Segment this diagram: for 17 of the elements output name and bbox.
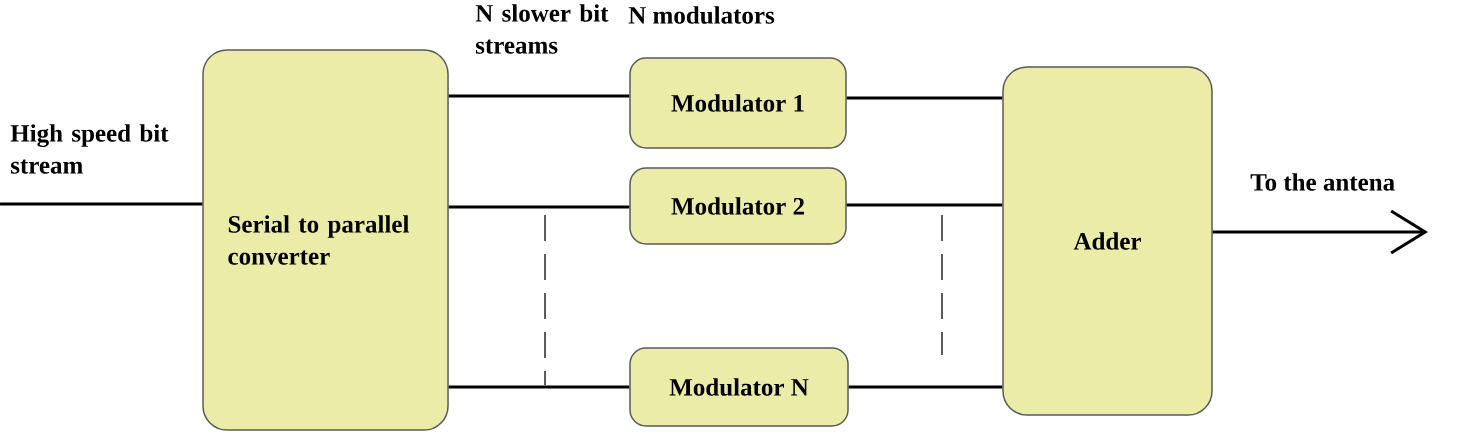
connector-line <box>448 94 630 98</box>
text-label: N slower bit streams <box>475 4 609 54</box>
process-box: Modulator 1 <box>629 57 847 149</box>
connector-line <box>0 202 203 206</box>
process-box: Modulator 2 <box>629 167 847 245</box>
connector-line <box>1212 209 1428 255</box>
edge-label: High speed bit stream <box>8 122 185 176</box>
connector-line <box>448 205 630 209</box>
text-label: N modulators <box>628 6 775 24</box>
connector-line <box>448 385 630 389</box>
connector-line <box>846 96 1003 100</box>
connector-line <box>846 203 1003 207</box>
edge-label: To the antena <box>1248 171 1398 193</box>
process-box: Modulator N <box>629 347 849 427</box>
connector-line <box>848 385 1003 389</box>
process-box: Adder <box>1002 66 1213 416</box>
process-box: Serial to parallel converter <box>202 49 449 431</box>
